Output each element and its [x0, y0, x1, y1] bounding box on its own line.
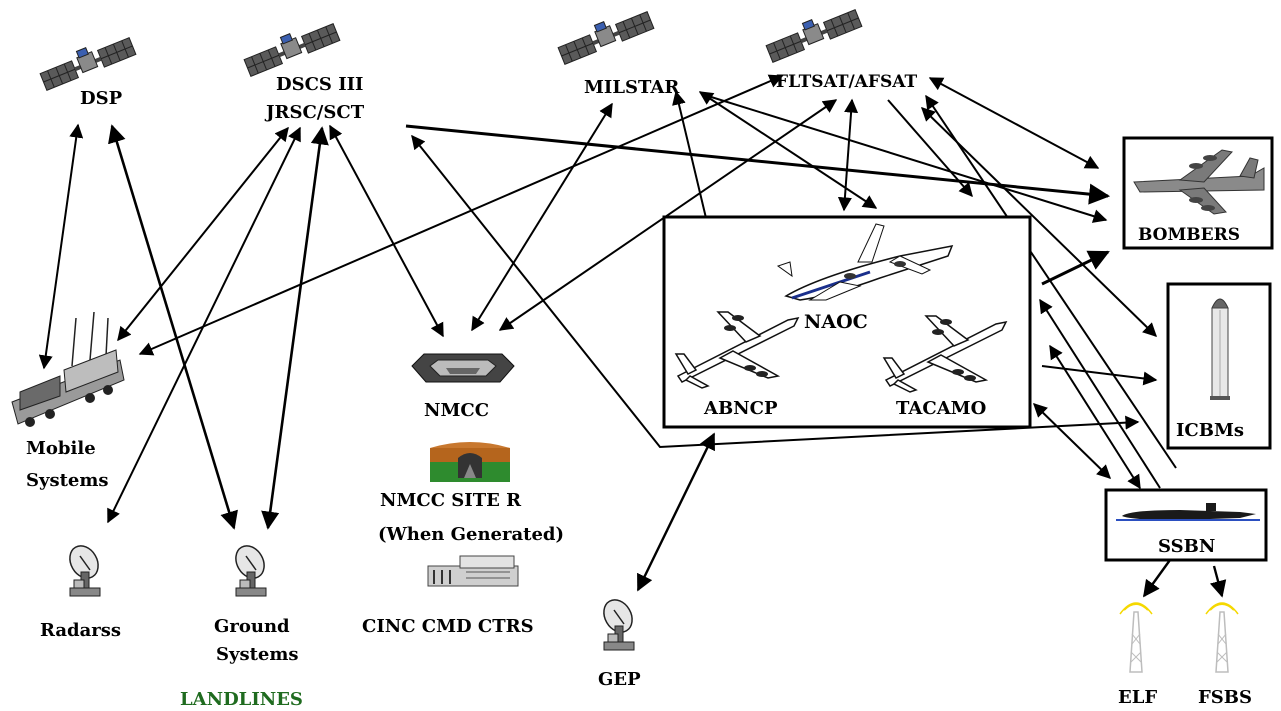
building-icon — [427, 555, 519, 587]
bombers-label: BOMBERS — [1138, 225, 1240, 245]
fltsat-label: FLTSAT/AFSAT — [776, 72, 917, 92]
arrow-milstar-naoc — [698, 91, 878, 209]
bombers-node: BOMBERS — [1122, 136, 1274, 250]
satellite-icon — [37, 30, 137, 91]
dscs-label-line1: DSCS III — [276, 74, 363, 95]
abncp-label: ABNCP — [703, 398, 778, 419]
landlines-label: LANDLINES — [180, 689, 303, 710]
dsp-label: DSP — [80, 88, 123, 109]
missile-icon — [1210, 298, 1230, 400]
icbms-node: ICBMs — [1166, 282, 1272, 450]
arrow-ssbn-box-b — [1049, 344, 1141, 490]
arrow-milstar-bombers — [707, 95, 1108, 223]
ssbn-node: SSBN — [1104, 488, 1268, 562]
satellite-icon — [763, 2, 863, 63]
ground-label-line2: Systems — [216, 644, 299, 665]
arrow-ssbn-fsbs — [1209, 565, 1227, 598]
dscs-label-line2: JRSC/SCT — [264, 102, 365, 123]
cinc-node: CINC CMD CTRS — [362, 555, 534, 637]
gep-dish-icon — [597, 594, 639, 651]
arrow-fltsat-icbms — [920, 107, 1158, 337]
pentagon-icon — [411, 353, 515, 383]
arrow-box-bombers — [1041, 250, 1110, 286]
tacamo-label: TACAMO — [896, 398, 986, 419]
bomber-icon — [1133, 149, 1265, 215]
satellite-dsp: DSP — [37, 30, 137, 109]
radar-dish-icon — [63, 540, 105, 597]
site-r-label: NMCC SITE R — [380, 490, 522, 511]
naoc-aircraft — [776, 223, 954, 301]
mobile-systems-node: Mobile Systems — [11, 311, 125, 491]
nmcc-node: NMCC — [411, 353, 515, 421]
submarine-icon — [1116, 503, 1260, 521]
site-r-note: (When Generated) — [378, 524, 564, 545]
site-r-node: NMCC SITE R (When Generated) — [378, 442, 564, 545]
milstar-label: MILSTAR — [584, 77, 680, 98]
satellite-milstar: MILSTAR — [555, 4, 680, 98]
satellite-dscs: DSCS III JRSC/SCT — [241, 16, 365, 123]
elf-antenna-icon — [1119, 602, 1153, 673]
arrow-dsp-mobile — [38, 123, 84, 370]
naoc-label: NAOC — [804, 311, 868, 333]
satellite-icon — [241, 16, 341, 77]
ssbn-label: SSBN — [1158, 536, 1215, 557]
arrow-fltsat-nmcc — [498, 99, 838, 331]
arrow-box-icbms — [1041, 365, 1158, 386]
arrow-milstar-nmcc — [471, 102, 613, 332]
arrow-ssbn-box-c — [1039, 298, 1161, 489]
fsbs-label: FSBS — [1198, 687, 1252, 708]
bunker-icon — [430, 442, 510, 482]
mobile-label-line1: Mobile — [26, 438, 96, 459]
arrow-fltsat-bombers — [928, 77, 1100, 169]
satellite-fltsat: FLTSAT/AFSAT — [763, 2, 917, 92]
fsbs-antenna-icon — [1205, 602, 1239, 673]
connection-arrows — [38, 74, 1227, 598]
radars-label: Radarss — [40, 620, 121, 641]
mobile-truck-icon — [11, 311, 125, 427]
icbms-label: ICBMs — [1176, 420, 1244, 441]
ground-dish-icon — [229, 540, 271, 597]
airborne-command-box: NAOC ABNCP TACAMO — [662, 215, 1032, 429]
cinc-label: CINC CMD CTRS — [362, 616, 534, 637]
arrow-fltsat-naoc — [837, 98, 859, 212]
arrow-dscs-ground — [261, 126, 329, 530]
arrow-ssbn-elf — [1143, 559, 1171, 598]
arrow-box-ssbn-a — [1032, 403, 1112, 479]
gep-label: GEP — [598, 669, 641, 690]
arrow-dscs-radars — [107, 126, 301, 524]
arrow-box-gep — [636, 432, 716, 592]
satellite-icon — [555, 4, 655, 65]
mobile-label-line2: Systems — [26, 470, 109, 491]
arrow-dsp-ground — [108, 124, 238, 530]
nmcc-label: NMCC — [424, 400, 489, 421]
elf-label: ELF — [1118, 687, 1157, 708]
ground-label-line1: Ground — [214, 616, 290, 637]
